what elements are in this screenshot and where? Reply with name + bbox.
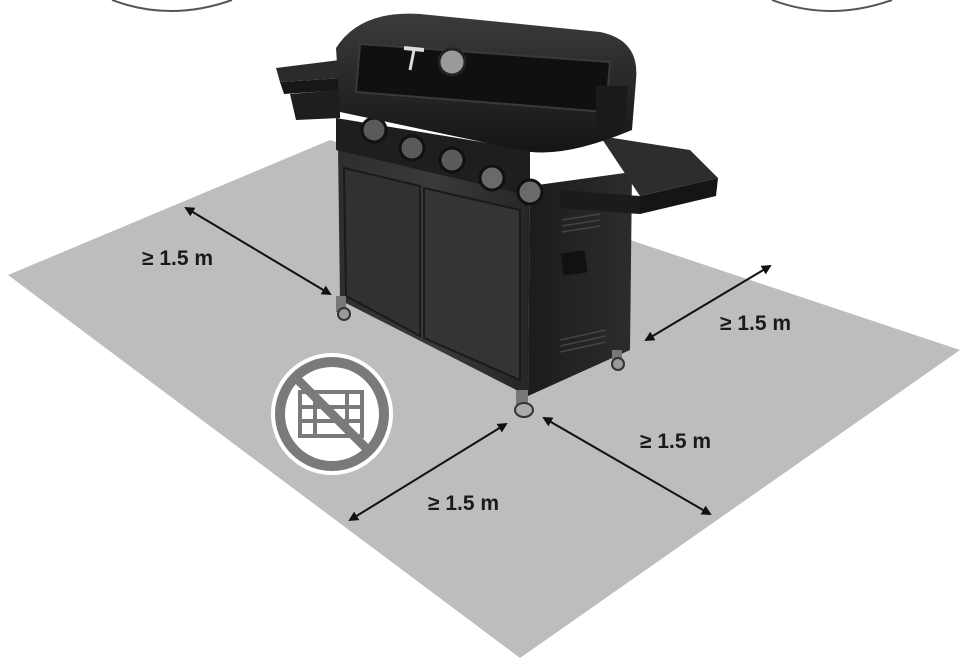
clearance-label-right: ≥ 1.5 m <box>720 312 792 335</box>
thermometer-icon <box>437 47 467 77</box>
control-knobs <box>360 116 544 206</box>
clearance-label-front-left: ≥ 1.5 m <box>428 492 500 515</box>
no-combustible-storage-icon <box>271 353 393 475</box>
arrow-right-clearance <box>644 264 772 342</box>
clearance-label-front-right: ≥ 1.5 m <box>640 430 712 453</box>
arrow-front-right-clearance <box>542 416 712 516</box>
arrow-left-clearance <box>184 206 332 296</box>
top-left-partial-circle <box>111 0 233 12</box>
side-vent <box>559 213 607 353</box>
top-right-partial-circle <box>771 0 893 12</box>
arrow-front-left-clearance <box>348 422 508 522</box>
gas-grill <box>276 13 718 418</box>
caster-wheels <box>336 296 625 418</box>
clearance-label-left: ≥ 1.5 m <box>142 247 214 270</box>
